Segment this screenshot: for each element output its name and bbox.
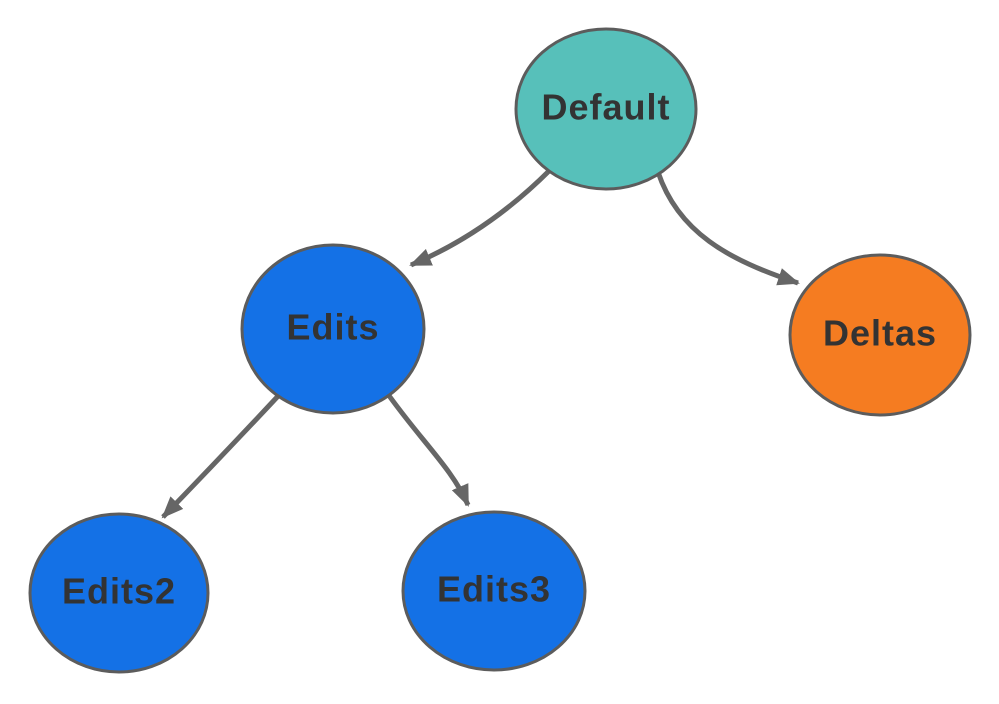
node-default-label: Default — [541, 87, 670, 128]
edge-default-to-deltas[interactable] — [655, 171, 800, 286]
node-deltas-label: Deltas — [823, 313, 937, 354]
node-edits2-shape[interactable] — [28, 512, 210, 674]
node-edits-shape[interactable] — [240, 243, 426, 415]
edge-default-to-edits[interactable] — [409, 168, 552, 268]
node-edits2-label: Edits2 — [62, 571, 176, 612]
edge-edits-to-edits2[interactable] — [161, 392, 282, 519]
node-default-shape[interactable] — [514, 27, 698, 191]
node-edits3[interactable]: Edits3 — [401, 510, 587, 672]
node-default[interactable]: Default — [514, 27, 698, 191]
edge-edits-to-edits3[interactable] — [382, 388, 471, 507]
node-edits3-shape[interactable] — [401, 510, 587, 672]
node-deltas[interactable]: Deltas — [788, 253, 972, 417]
node-edits3-label: Edits3 — [437, 569, 551, 610]
node-edits-label: Edits — [286, 307, 379, 348]
edges — [161, 168, 800, 519]
node-edits[interactable]: Edits — [240, 243, 426, 415]
node-deltas-shape[interactable] — [788, 253, 972, 417]
node-edits2[interactable]: Edits2 — [28, 512, 210, 674]
